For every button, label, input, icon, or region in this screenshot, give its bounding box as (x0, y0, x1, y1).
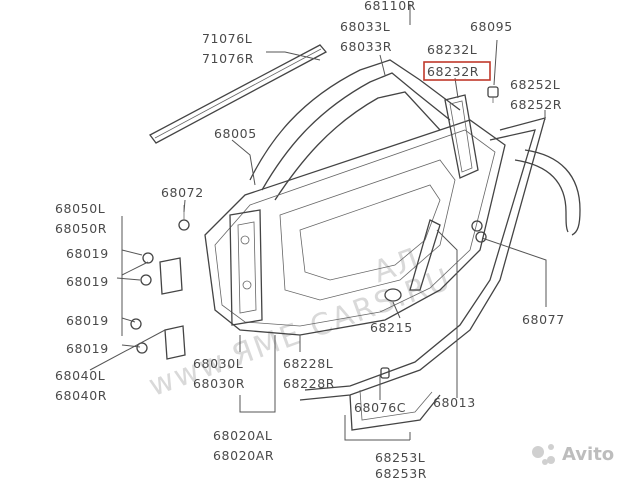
label-68050l: 68050L (55, 201, 105, 216)
label-68019-b: 68019 (66, 274, 109, 289)
label-68033l: 68033L (340, 19, 390, 34)
glass-channel (409, 219, 441, 291)
label-68020al: 68020AL (213, 428, 272, 443)
label-68019-c: 68019 (66, 313, 109, 328)
label-71076l: 71076L (202, 31, 252, 46)
clip-68077 (471, 220, 487, 243)
label-68228l: 68228L (283, 356, 333, 371)
label-68110r: 68110R (364, 0, 416, 13)
fastener-68095 (487, 86, 499, 103)
label-68215: 68215 (370, 320, 413, 335)
belt-molding-strip (149, 44, 328, 144)
leader-lines (89, 4, 547, 441)
lower-weatherstrip (349, 389, 441, 431)
lower-hinge (130, 318, 186, 360)
label-68020ar: 68020AR (213, 448, 274, 463)
clip-68076c (380, 367, 390, 379)
avito-text: Avito (562, 444, 614, 465)
label-68253l: 68253L (375, 450, 425, 465)
label-68019-d: 68019 (66, 341, 109, 356)
label-68252l: 68252L (510, 77, 560, 92)
label-68040r: 68040R (55, 388, 107, 403)
label-68232r: 68232R (427, 64, 479, 79)
label-68050r: 68050R (55, 221, 107, 236)
label-68072: 68072 (161, 185, 204, 200)
avito-logo: Avito (532, 444, 614, 465)
label-68095: 68095 (470, 19, 513, 34)
label-68252r: 68252R (510, 97, 562, 112)
label-68253r: 68253R (375, 466, 427, 480)
label-68076c: 68076C (354, 400, 406, 415)
label-68019-a: 68019 (66, 246, 109, 261)
label-68232l: 68232L (427, 42, 477, 57)
highlight-68232r (423, 61, 491, 81)
upper-hinge (140, 252, 183, 295)
label-68013: 68013 (433, 395, 476, 410)
label-71076r: 71076R (202, 51, 254, 66)
label-68033r: 68033R (340, 39, 392, 54)
label-68228r: 68228R (283, 376, 335, 391)
clip-68215 (384, 288, 402, 302)
label-68077: 68077 (522, 312, 565, 327)
label-68040l: 68040L (55, 368, 105, 383)
part-labels: 68110R 71076L 71076R 68033L 68033R 68095… (55, 0, 565, 480)
door-frame (204, 59, 506, 336)
label-68005: 68005 (214, 126, 257, 141)
label-68030r: 68030R (193, 376, 245, 391)
label-68030l: 68030L (193, 356, 243, 371)
